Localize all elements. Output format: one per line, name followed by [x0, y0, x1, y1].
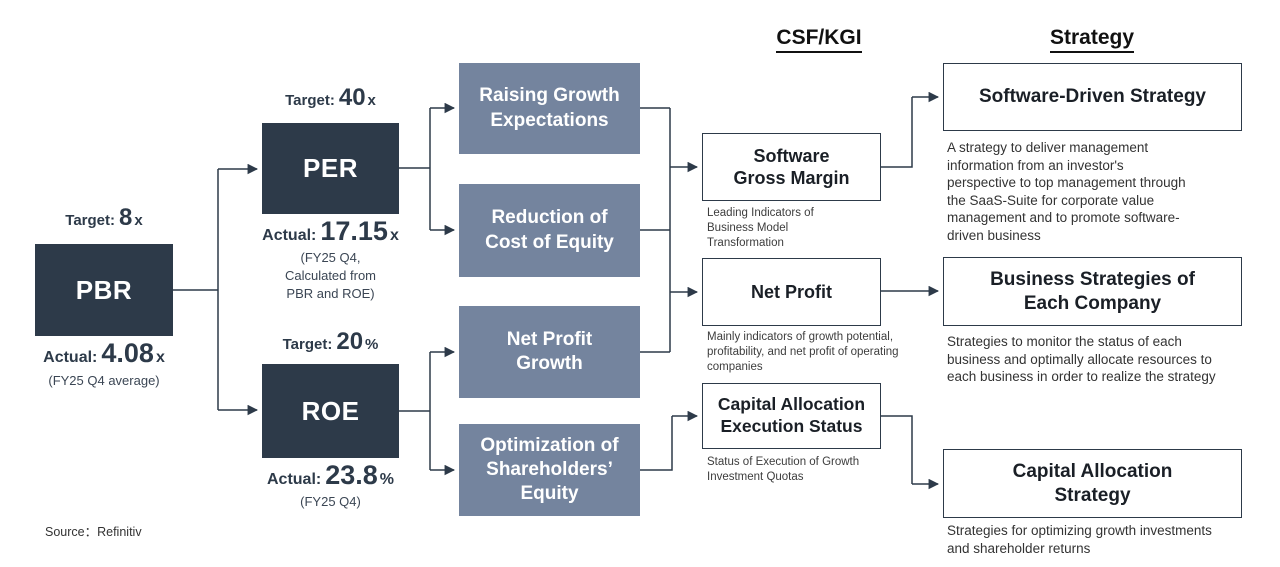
- roe-actual: Actual:23.8%: [242, 460, 419, 491]
- driver-box-net-profit-growth: Net Profit Growth: [459, 306, 640, 398]
- driver-box-raising-growth-expectations: Raising Growth Expectations: [459, 63, 640, 154]
- strategy-box-software-driven-strategy: Software-Driven Strategy: [943, 63, 1242, 131]
- csf-title: Net Profit: [751, 281, 832, 302]
- roe-target-label: Target:: [282, 336, 333, 353]
- driver-label: Net Profit Growth: [506, 328, 593, 374]
- strategy-title: Software-Driven Strategy: [978, 86, 1206, 108]
- per-target-unit: x: [367, 92, 376, 109]
- pbr-target-value: 8: [119, 204, 133, 231]
- source-note: Source：Refinitiv: [45, 525, 142, 539]
- csf-kgi-header-label: CSF/KGI: [776, 26, 862, 53]
- strategy-caption-business-strategies-of-each-company: Strategies to monitor the status of each…: [947, 334, 1216, 385]
- csf-box-net-profit: Net Profit: [702, 258, 881, 326]
- csf-box-software-gross-margin: Software Gross Margin: [702, 133, 881, 201]
- csf-box-capital-allocation-execution-status: Capital Allocation Execution Status: [702, 383, 881, 449]
- roe-actual-unit: %: [379, 471, 395, 488]
- pbr-box-label: PBR: [75, 274, 133, 305]
- pbr-actual-unit: x: [155, 349, 165, 366]
- per-note-line-1: (FY25 Q4,: [300, 250, 361, 265]
- pbr-box: PBR: [35, 244, 173, 336]
- per-actual-label: Actual:: [262, 227, 317, 244]
- pbr-actual-value: 4.08: [101, 338, 154, 368]
- driver-box-optimization-of-shareholders-equity: Optimization of Shareholders’ Equity: [459, 424, 640, 516]
- driver-box-reduction-of-cost-of-equity: Reduction of Cost of Equity: [459, 184, 640, 277]
- roe-actual-value: 23.8: [325, 460, 378, 490]
- csf-title: Software Gross Margin: [733, 145, 850, 189]
- pbr-target-label: Target:: [65, 212, 116, 229]
- per-note-line-3: PBR and ROE): [286, 286, 375, 302]
- pbr-actual-label: Actual:: [43, 349, 98, 366]
- strategy-box-capital-allocation-strategy: Capital Allocation Strategy: [943, 449, 1242, 518]
- per-actual-note: (FY25 Q4, Calculated from PBR and ROE): [242, 249, 419, 304]
- roe-actual-label: Actual:: [266, 471, 322, 488]
- per-actual-value: 17.15: [320, 216, 388, 246]
- csf-caption-capital-allocation-execution-status: Status of Execution of Growth Investment…: [707, 456, 860, 484]
- roe-target: Target:20%: [252, 328, 409, 356]
- strategy-header-label: Strategy: [1049, 26, 1135, 53]
- strategy-box-business-strategies-of-each-company: Business Strategies of Each Company: [943, 257, 1242, 326]
- strategy-title: Capital Allocation Strategy: [1012, 460, 1173, 506]
- roe-box-label: ROE: [301, 395, 360, 426]
- pbr-actual-note: (FY25 Q4 average): [48, 373, 160, 388]
- csf-caption-software-gross-margin: Leading Indicators of Business Model Tra…: [707, 207, 814, 250]
- per-target-value: 40: [338, 84, 366, 111]
- csf-title: Capital Allocation Execution Status: [717, 394, 866, 436]
- per-box: PER: [262, 123, 399, 214]
- strategy-header: Strategy: [992, 26, 1192, 53]
- strategy-title: Business Strategies of Each Company: [990, 268, 1195, 314]
- per-note-line-2: Calculated from: [284, 268, 377, 284]
- per-target-label: Target:: [285, 92, 335, 109]
- csf-caption-net-profit: Mainly indicators of growth potential, p…: [707, 331, 899, 374]
- csf-kgi-header: CSF/KGI: [719, 26, 919, 53]
- strategy-caption-software-driven-strategy: A strategy to deliver management informa…: [947, 140, 1186, 243]
- strategy-caption-capital-allocation-strategy: Strategies for optimizing growth investm…: [947, 523, 1212, 556]
- roe-target-value: 20: [336, 328, 364, 355]
- pbr-target-unit: x: [134, 212, 143, 229]
- driver-label: Reduction of Cost of Equity: [485, 207, 614, 253]
- roe-box: ROE: [262, 364, 399, 458]
- per-actual-unit: x: [389, 227, 399, 244]
- per-box-label: PER: [303, 153, 358, 183]
- driver-label: Optimization of Shareholders’ Equity: [480, 434, 619, 505]
- roe-actual-note: (FY25 Q4): [300, 494, 361, 509]
- roe-target-unit: %: [365, 336, 379, 353]
- driver-label: Raising Growth Expectations: [479, 85, 620, 131]
